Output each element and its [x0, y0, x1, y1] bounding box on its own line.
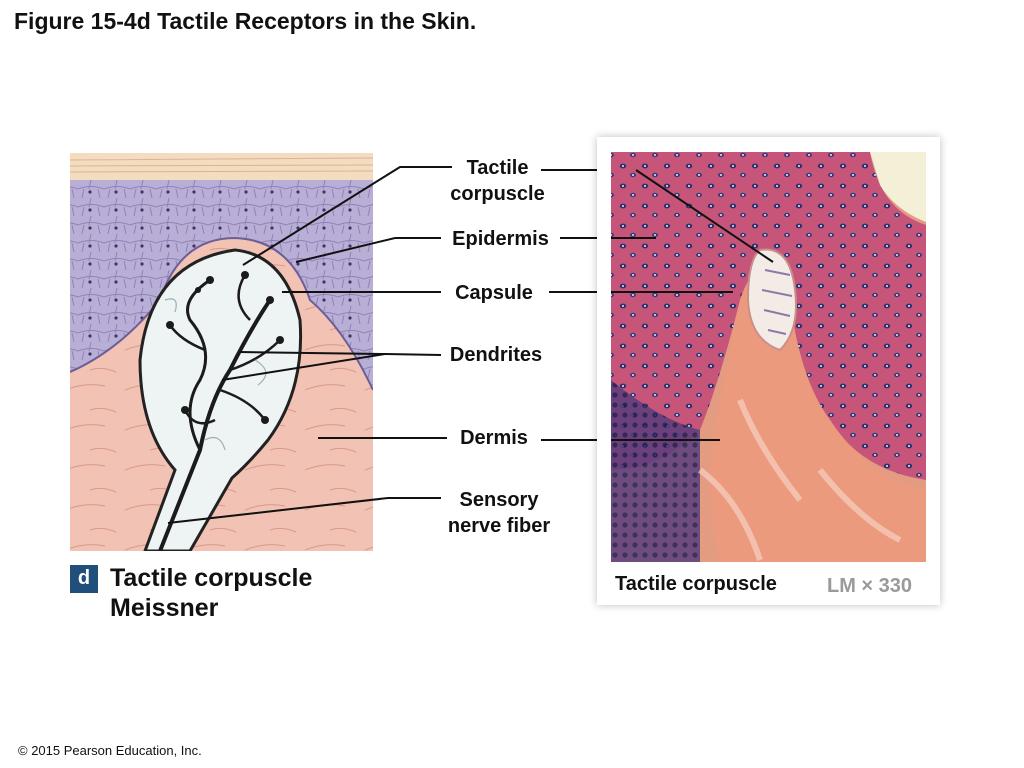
copyright-notice: © 2015 Pearson Education, Inc.: [18, 743, 202, 758]
magnification-label: LM × 330: [827, 575, 913, 597]
label-dendrites: Dendrites: [449, 344, 543, 366]
stratum-corneum: [70, 153, 373, 180]
figure-title: Figure 15-4d Tactile Receptors in the Sk…: [14, 8, 477, 34]
panel-title: Tactile corpuscle Meissner: [110, 563, 312, 623]
label-sensory-nerve-fiber: Sensory nerve fiber: [447, 489, 551, 537]
micrograph-caption: Tactile corpuscle: [615, 573, 777, 595]
label-epidermis: Epidermis: [452, 228, 549, 250]
label-capsule: Capsule: [455, 282, 533, 304]
corpuscle-capsule: [138, 248, 303, 551]
label-dermis: Dermis: [460, 427, 528, 449]
label-tactile-corpuscle: Tactile corpuscle: [450, 157, 545, 205]
panel-title-line1: Tactile corpuscle: [110, 564, 313, 592]
panel-title-line2: Meissner: [110, 594, 219, 622]
panel-letter-badge: d: [70, 565, 98, 593]
